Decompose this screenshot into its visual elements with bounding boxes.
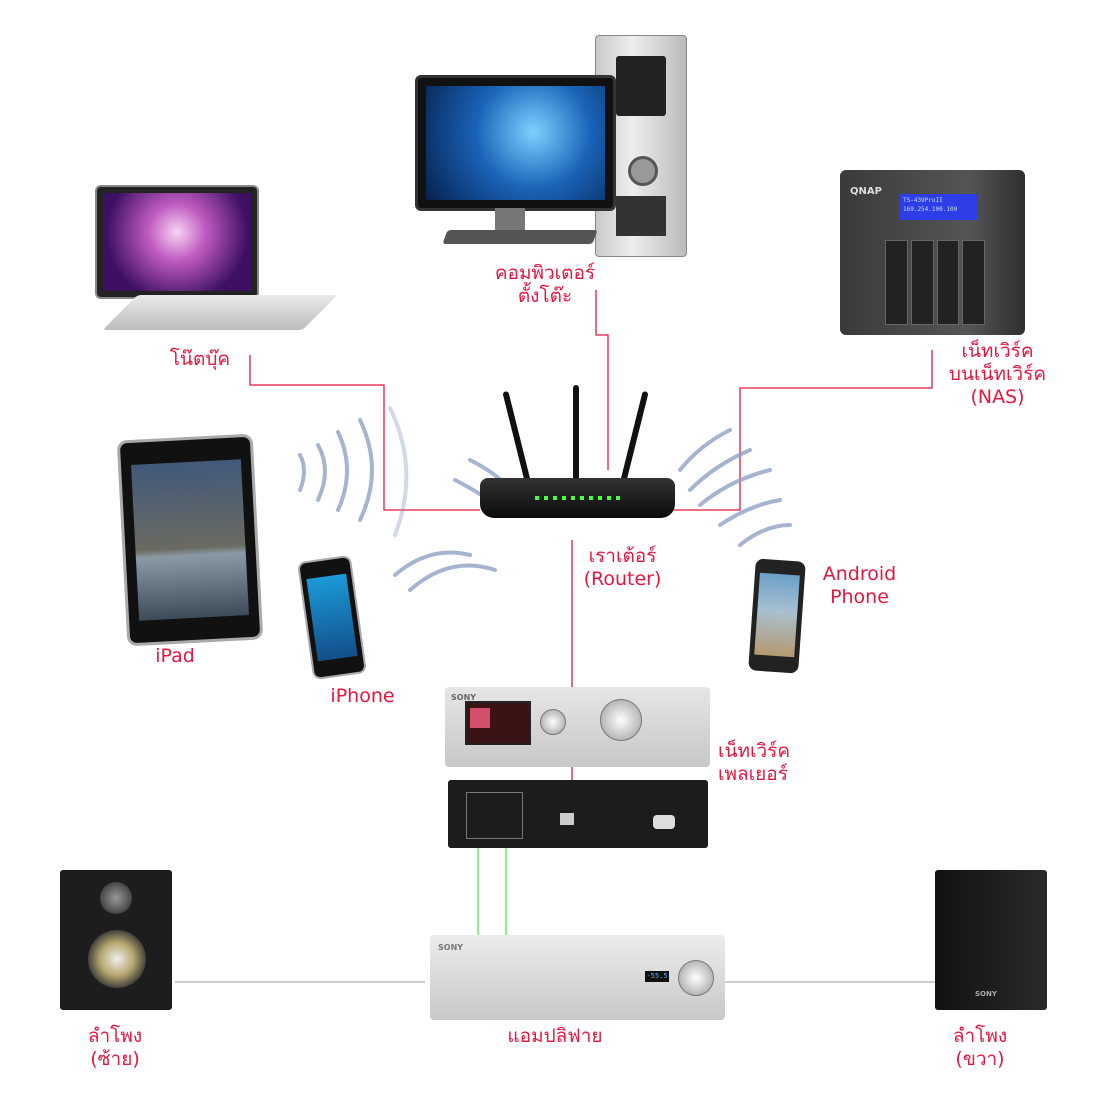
- nas-device: QNAP TS-439ProII 169.254.100.100: [840, 170, 1025, 335]
- android-phone: [748, 558, 806, 674]
- laptop: [95, 185, 338, 335]
- router-body: [480, 478, 675, 518]
- player-brand: SONY: [451, 693, 477, 702]
- antenna: [573, 385, 579, 490]
- network-player-front: SONY: [445, 687, 710, 767]
- desktop-label: คอมพิวเตอร์ ตั้งโต๊ะ: [494, 262, 596, 307]
- desktop-router-link: [595, 290, 609, 470]
- ethernet-port: [560, 813, 574, 825]
- amp-display: -55.5: [645, 971, 669, 982]
- monitor-stand: [495, 208, 525, 233]
- laptop-label: โน๊ตบุ๊ค: [169, 348, 231, 370]
- monitor: [415, 75, 616, 211]
- laptop-router-link: [249, 355, 480, 511]
- nas-lcd: TS-439ProII 169.254.100.100: [900, 194, 978, 220]
- laptop-base: [102, 295, 338, 330]
- speaker-right-brand: SONY: [975, 990, 997, 998]
- speaker-right: SONY: [935, 870, 1047, 1010]
- drive-bay: [962, 240, 985, 325]
- laptop-screen: [95, 185, 259, 299]
- drive-bay: [885, 240, 908, 325]
- amp-volume-knob: [678, 960, 714, 996]
- network-player-back: [448, 780, 708, 848]
- desktop-computer: [415, 30, 690, 260]
- speaker-left: [60, 870, 172, 1010]
- network-player-label: เน็ทเวิร์ค เพลเยอร์: [718, 740, 791, 785]
- router-label: เราเต้อร์ (Router): [583, 545, 662, 590]
- player-volume-knob: [600, 699, 642, 741]
- ipad: [116, 433, 264, 647]
- drive-bay: [910, 240, 934, 325]
- amplifier-label: แอมปลิฟาย: [507, 1025, 603, 1047]
- speaker-left-label: ลำโพง (ซ้าย): [87, 1025, 143, 1070]
- woofer: [88, 930, 146, 988]
- power-inlet: [653, 815, 675, 829]
- nas-label: เน็ทเวิร์ค บนเน็ทเวิร์ค (NAS): [948, 340, 1047, 408]
- keyboard: [442, 230, 598, 244]
- player-knob-small: [540, 709, 566, 735]
- nas-router-link: [672, 350, 933, 511]
- router: [480, 385, 675, 530]
- player-screen: [465, 701, 531, 745]
- tweeter: [100, 882, 132, 914]
- nas-brand: QNAP: [850, 186, 882, 197]
- amp-brand: SONY: [438, 943, 464, 952]
- iphone-label: iPhone: [330, 685, 395, 707]
- amplifier: SONY -55.5: [430, 935, 725, 1020]
- status-leds: [535, 496, 625, 500]
- android-label: Android Phone: [822, 563, 897, 608]
- drive-bay: [936, 240, 960, 325]
- xlr-output: [466, 792, 523, 839]
- speaker-right-label: ลำโพง (ขวา): [952, 1025, 1008, 1070]
- ipad-label: iPad: [155, 645, 195, 667]
